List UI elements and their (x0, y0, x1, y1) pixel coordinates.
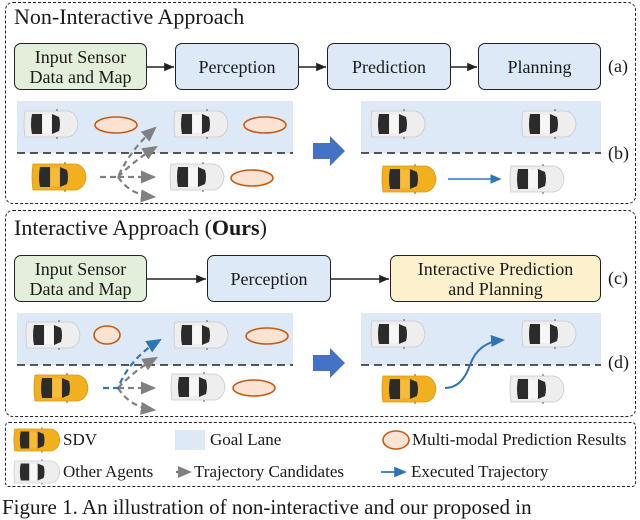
trajectory-candidates-d (117, 356, 158, 415)
label-d: (d) (608, 352, 629, 372)
legend-sdv-icon (13, 426, 61, 454)
selected-candidate-d (103, 338, 162, 390)
perception-label: Perception (198, 56, 276, 77)
other-agent-car (521, 318, 577, 350)
sdv-car (31, 161, 87, 193)
input-line2: Data and Map (29, 278, 132, 299)
title-suffix: ) (259, 215, 267, 240)
other-agent-car (25, 319, 81, 351)
perception-box-1: Perception (175, 43, 299, 90)
other-agent-car (370, 108, 426, 140)
perception-label: Perception (230, 268, 308, 289)
legend-panel (5, 422, 636, 487)
other-agent-car (23, 108, 79, 140)
legend-goal-lane-swatch (175, 430, 205, 450)
other-agent-car (173, 108, 229, 140)
other-agent-car (370, 318, 426, 350)
label-c: (c) (608, 268, 628, 288)
other-agent-car (173, 319, 229, 351)
executed-trajectory-d (444, 334, 505, 389)
legend-multimodal: Multi-modal Prediction Results (412, 430, 627, 449)
input-line1: Input Sensor (34, 46, 127, 67)
trajectory-candidates-b (100, 126, 158, 203)
prediction-box: Prediction (327, 43, 451, 90)
other-agent-car (169, 161, 225, 193)
perception-box-2: Perception (207, 255, 331, 302)
non-interactive-title: Non-Interactive Approach (14, 4, 245, 29)
transition-arrow-d (313, 348, 345, 378)
prediction-ellipse (93, 325, 121, 345)
title-bold: Ours (211, 215, 260, 240)
legend-other-agent-icon (13, 458, 61, 486)
prediction-ellipse (243, 116, 287, 134)
other-agent-car (509, 163, 565, 195)
title-prefix: Interactive Approach ( (14, 215, 212, 240)
interactive-title: Interactive Approach (Ours) (14, 215, 267, 241)
prediction-ellipse (230, 169, 274, 187)
ipp-line1: Interactive Prediction (417, 258, 574, 279)
legend-other-agents: Other Agents (63, 462, 154, 481)
legend-trajectory-candidates: Trajectory Candidates (194, 462, 344, 481)
prediction-ellipse (245, 327, 289, 345)
prediction-ellipse (94, 116, 138, 134)
sdv-car (381, 373, 437, 405)
prediction-ellipse (232, 379, 276, 397)
sdv-car (381, 163, 437, 195)
ipp-line2: and Planning (448, 278, 543, 299)
sdv-car (33, 372, 89, 404)
legend-goal-lane: Goal Lane (210, 430, 282, 449)
interactive-panel (5, 210, 636, 417)
other-agent-car (509, 373, 565, 405)
legend-ellipse-icon (382, 430, 410, 450)
other-agent-car (521, 108, 577, 140)
prediction-label: Prediction (352, 56, 426, 77)
planning-label: Planning (507, 56, 572, 77)
planning-box: Planning (478, 43, 601, 90)
label-b: (b) (608, 143, 629, 163)
label-a: (a) (608, 56, 628, 76)
legend-sdv: SDV (63, 430, 98, 449)
non-interactive-panel (5, 2, 636, 204)
input-line1: Input Sensor (34, 258, 127, 279)
input-line2: Data and Map (29, 66, 132, 87)
other-agent-car (170, 371, 226, 403)
transition-arrow-b (313, 136, 345, 166)
legend-executed-trajectory: Executed Trajectory (411, 462, 549, 481)
